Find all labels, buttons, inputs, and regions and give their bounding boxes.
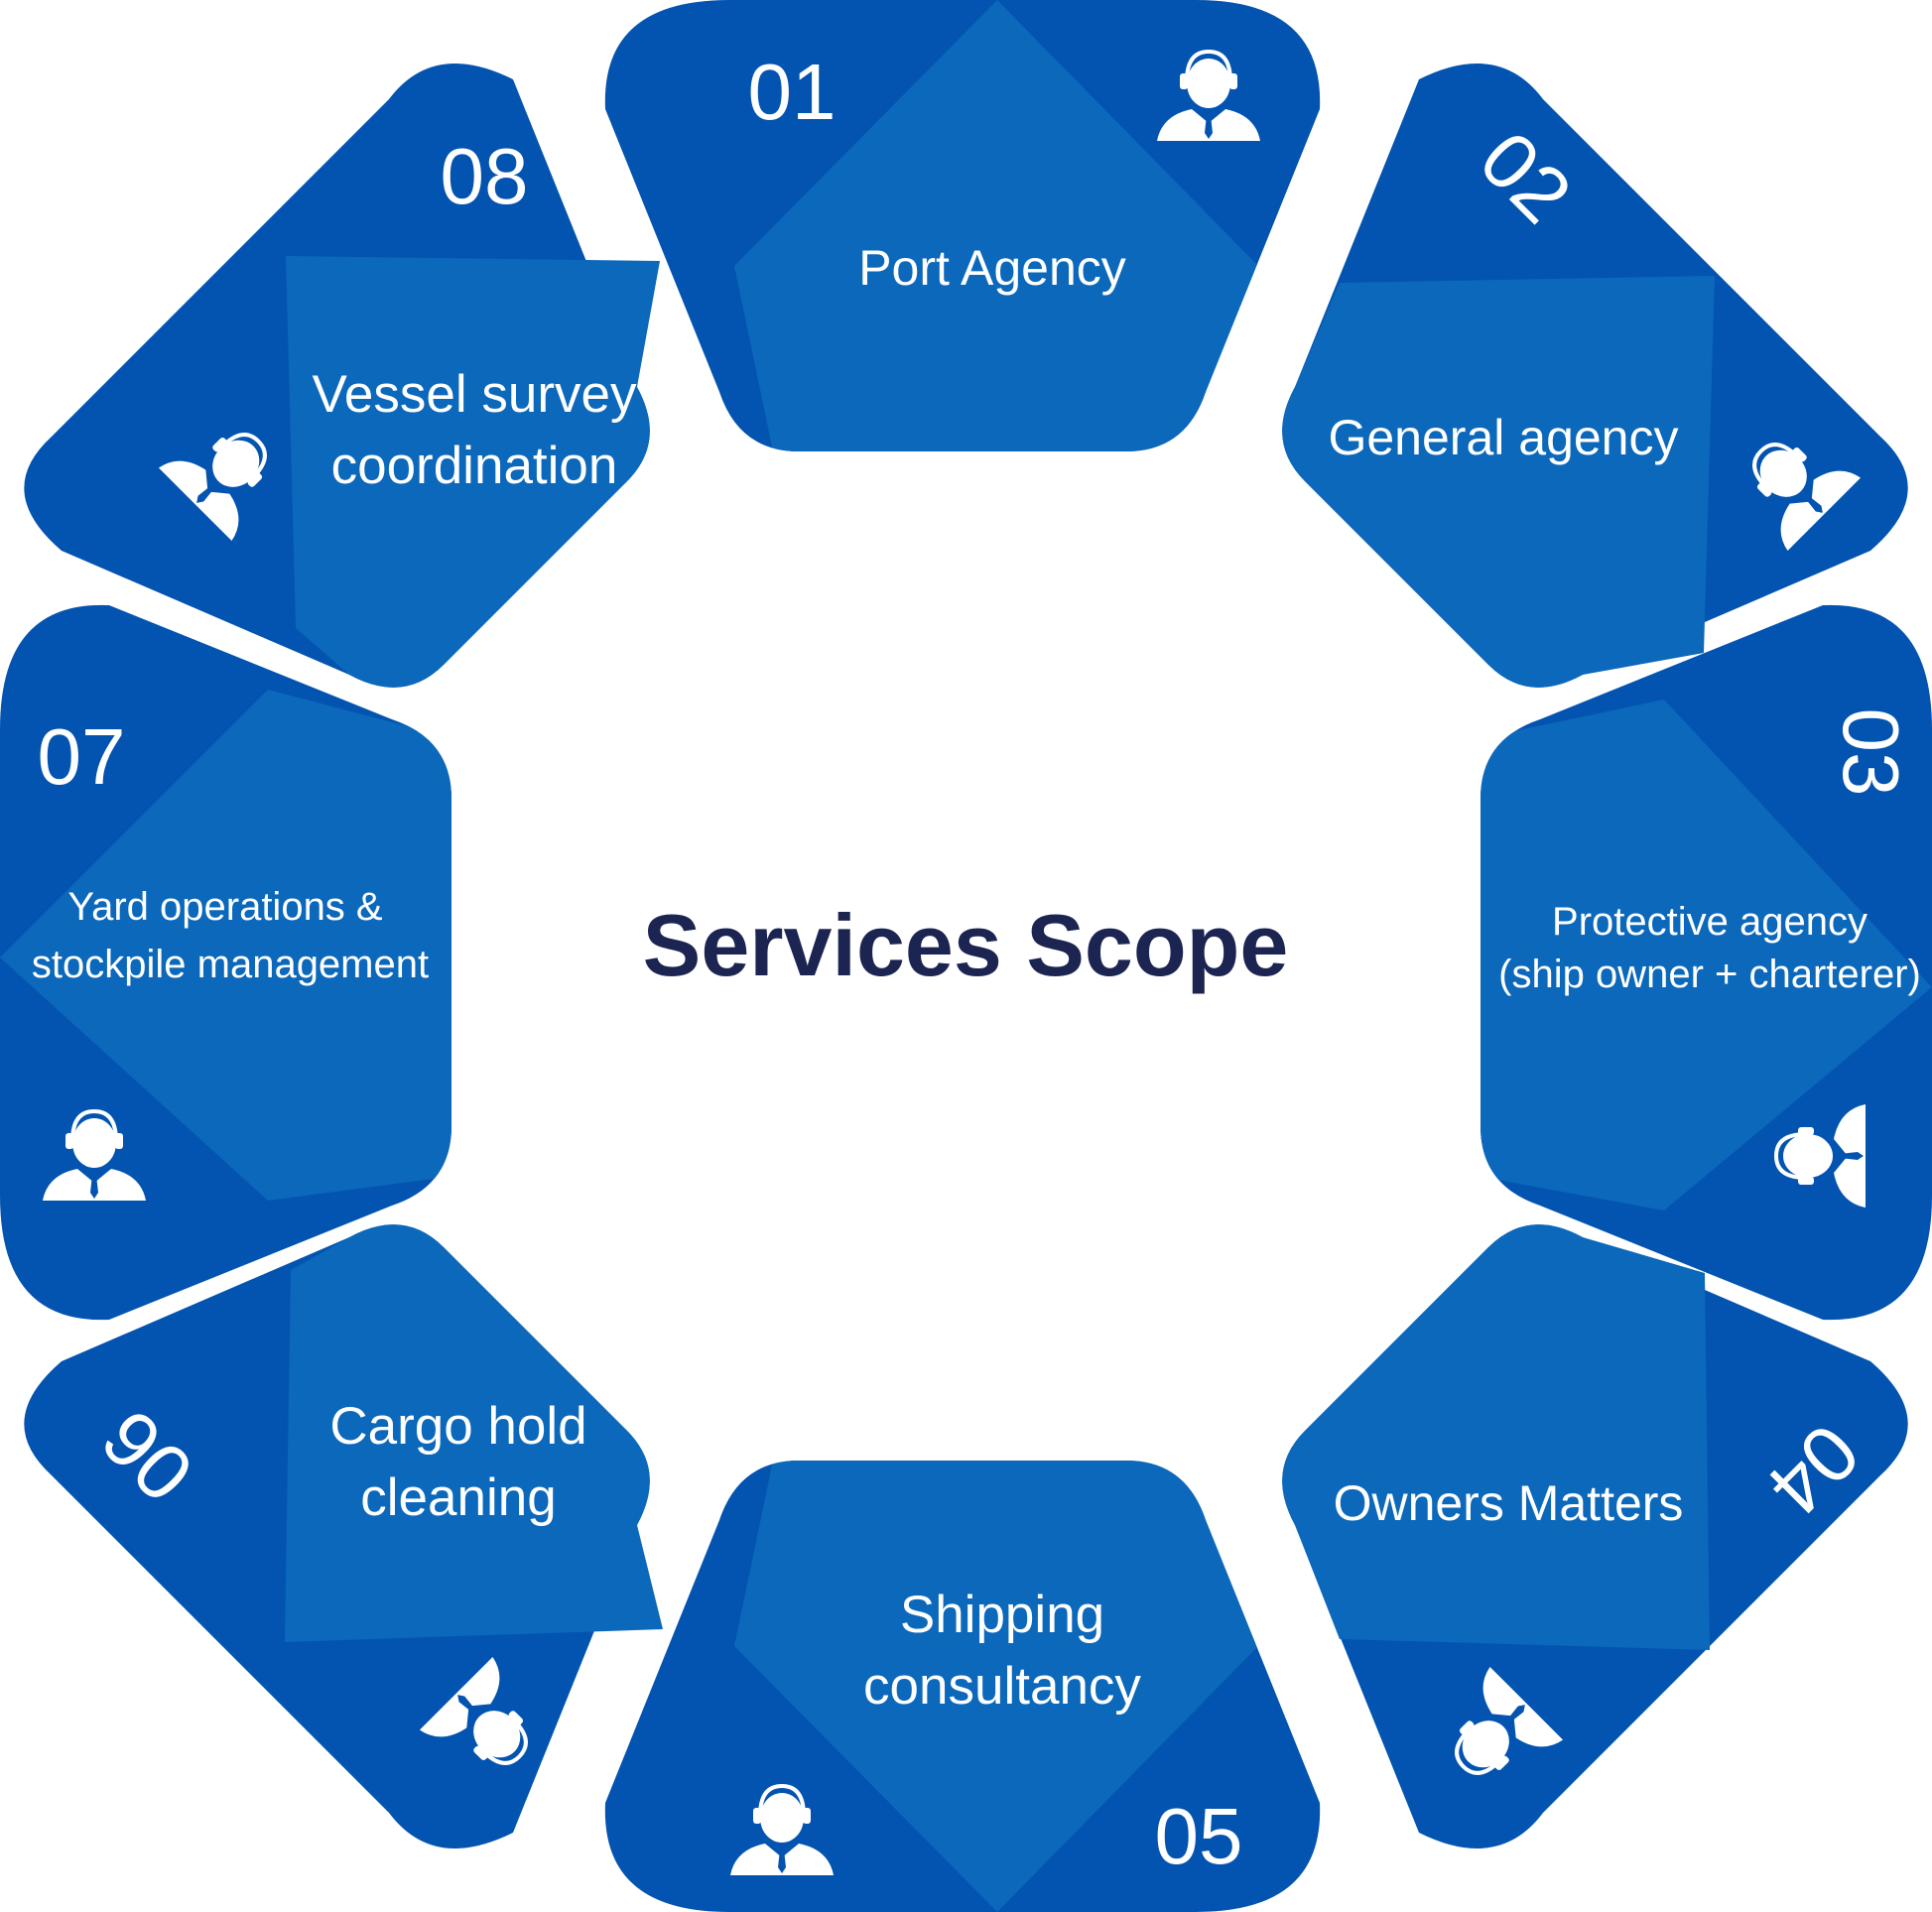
service-number: 08	[441, 132, 529, 220]
service-tile-08	[24, 64, 660, 688]
service-name: Yard operations &	[67, 885, 383, 929]
service-name: coordination	[331, 437, 618, 495]
service-tile-06	[24, 1224, 663, 1848]
service-name: cleaning	[360, 1468, 556, 1527]
service-number: 05	[1155, 1792, 1243, 1880]
service-name: stockpile management	[32, 943, 429, 986]
service-name: Protective agency	[1552, 900, 1868, 944]
service-tile-02	[1282, 64, 1908, 688]
service-name: Shipping	[900, 1586, 1104, 1644]
service-name: Vessel survey	[313, 365, 637, 424]
service-name: General agency	[1328, 410, 1678, 465]
service-name: (ship owner + charterer)	[1498, 953, 1921, 996]
service-number: 03	[1827, 708, 1915, 797]
service-number: 01	[748, 48, 837, 136]
service-name: Cargo hold	[329, 1397, 586, 1456]
service-tile-04	[1282, 1224, 1908, 1848]
service-number: 07	[38, 712, 126, 801]
service-name: Port Agency	[858, 240, 1126, 296]
service-name: Owners Matters	[1334, 1475, 1684, 1531]
diagram-title: Services Scope	[643, 896, 1289, 994]
service-name: consultancy	[863, 1657, 1141, 1716]
